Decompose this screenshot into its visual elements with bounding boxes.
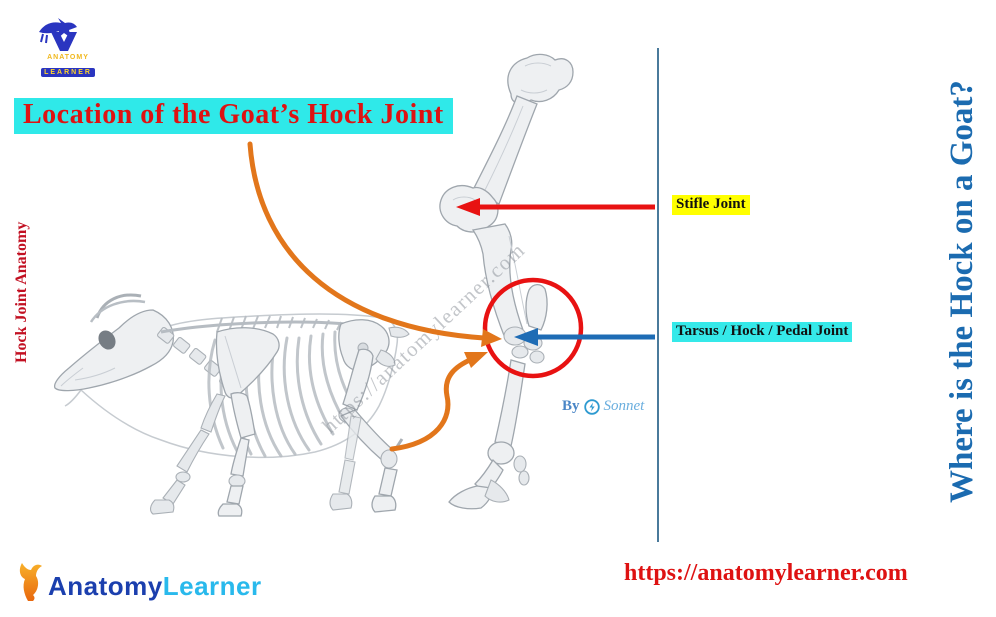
byline-brand: Sonnet <box>603 398 645 414</box>
leaping-goat-v-icon <box>39 18 77 51</box>
footer-brand-second: Learner <box>162 571 262 601</box>
byline-prefix: By <box>562 398 580 414</box>
tarsus-hock-pedal-label: Tarsus / Hock / Pedal Joint <box>672 322 853 342</box>
top-logo-line2: LEARNER <box>41 68 95 77</box>
stifle-joint-label: Stifle Joint <box>672 195 750 215</box>
left-vertical-label: Hock Joint Anatomy <box>13 221 30 364</box>
goat-leg-bones-illustration <box>439 53 574 510</box>
goat-skeleton-illustration <box>53 293 410 517</box>
footer-brand-first: Anatomy <box>48 571 163 601</box>
page-title: Location of the Goat’s Hock Joint <box>14 98 453 134</box>
footer-url: https://anatomylearner.com <box>624 560 908 586</box>
sonnet-icon <box>583 398 600 415</box>
top-logo: ANATOMY LEARNER <box>33 18 103 79</box>
right-vertical-label: Where is the Hock on a Goat? <box>944 80 980 504</box>
byline: By Sonnet <box>562 398 644 415</box>
goat-logo-icon <box>19 563 42 601</box>
divider-line <box>657 48 659 542</box>
top-logo-line1: ANATOMY <box>47 54 89 61</box>
